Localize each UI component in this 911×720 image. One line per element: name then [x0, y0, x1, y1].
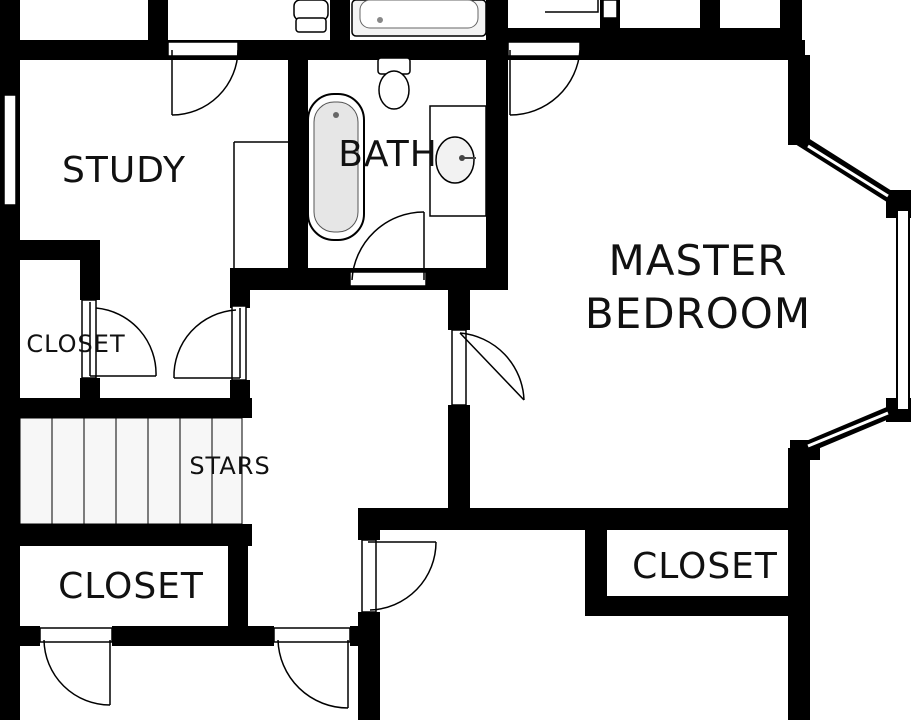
label-bath: BATH: [338, 134, 438, 175]
study-shelf: [233, 141, 288, 268]
top-toilet: [293, 0, 329, 21]
wall-closet-east-bottom: [80, 378, 100, 400]
wall-top-left-stub: [0, 0, 20, 40]
wall-left-outer: [0, 40, 20, 720]
wall-lower-room-west-bottom: [358, 612, 380, 720]
door-lower-room: [361, 539, 437, 613]
wall-right-outer-lower: [788, 448, 810, 720]
wall-closet-bl-south-2: [112, 626, 274, 646]
bay-window: [796, 134, 910, 456]
door-bath: [349, 211, 427, 287]
wall-bath-east: [486, 55, 508, 290]
label-closet-left: CLOSET: [26, 330, 125, 358]
toilet: [377, 57, 411, 110]
door-closet-bottom-left: [39, 627, 113, 706]
wall-top-thin: [490, 28, 790, 40]
stair-treads: [19, 417, 243, 525]
wall-stairs-south: [0, 524, 252, 546]
wall-closet-north: [0, 240, 100, 260]
door-master-top: [507, 41, 581, 116]
top-right-fixture: [545, 0, 599, 13]
bay-window-upper-glass: [807, 144, 889, 198]
door-study-south: [173, 305, 247, 381]
wall-master-east-top: [788, 55, 810, 145]
label-study: STUDY: [62, 150, 186, 191]
label-closet-right: CLOSET: [632, 546, 778, 587]
wall-study-closet-corner: [230, 268, 250, 308]
wall-right-closet-south: [585, 596, 808, 616]
wall-stairs-north: [0, 398, 252, 418]
fixtures: [19, 0, 720, 525]
wall-closet-bl-south: [0, 626, 40, 646]
wall-lower-horizontal: [358, 508, 808, 530]
wall-top-horizontal: [0, 40, 805, 60]
wall-master-west-top: [448, 280, 470, 330]
bay-window-east: [896, 209, 910, 411]
wall-study-east: [288, 55, 308, 285]
room-labels: STUDY BATH MASTER BEDROOM CLOSET STARS C…: [26, 134, 811, 607]
bathtub: [307, 93, 365, 241]
wall-lower-room-west-top: [358, 508, 380, 540]
label-closet-bottom-left: CLOSET: [58, 566, 204, 607]
door-study: [167, 41, 239, 116]
wall-closet-bl-east: [228, 524, 248, 644]
wall-master-west-bottom: [448, 405, 470, 525]
label-master-line2: BEDROOM: [585, 289, 811, 338]
label-master-line1: MASTER: [608, 236, 787, 285]
wall-top-stub-1: [148, 0, 168, 40]
door-master-west: [451, 329, 525, 406]
door-closet-left: [81, 299, 157, 379]
study-window: [3, 94, 17, 206]
wall-closet-east-top: [80, 240, 100, 300]
wall-top-stub-2: [330, 0, 350, 40]
wall-right-closet-west: [585, 508, 607, 616]
door-bottom-hall: [273, 627, 351, 709]
label-stairs: STARS: [189, 452, 270, 480]
doors: [39, 41, 581, 709]
vanity-sink: [429, 105, 487, 217]
wall-hall-west: [230, 380, 250, 416]
bay-window-lower-glass: [807, 411, 889, 448]
